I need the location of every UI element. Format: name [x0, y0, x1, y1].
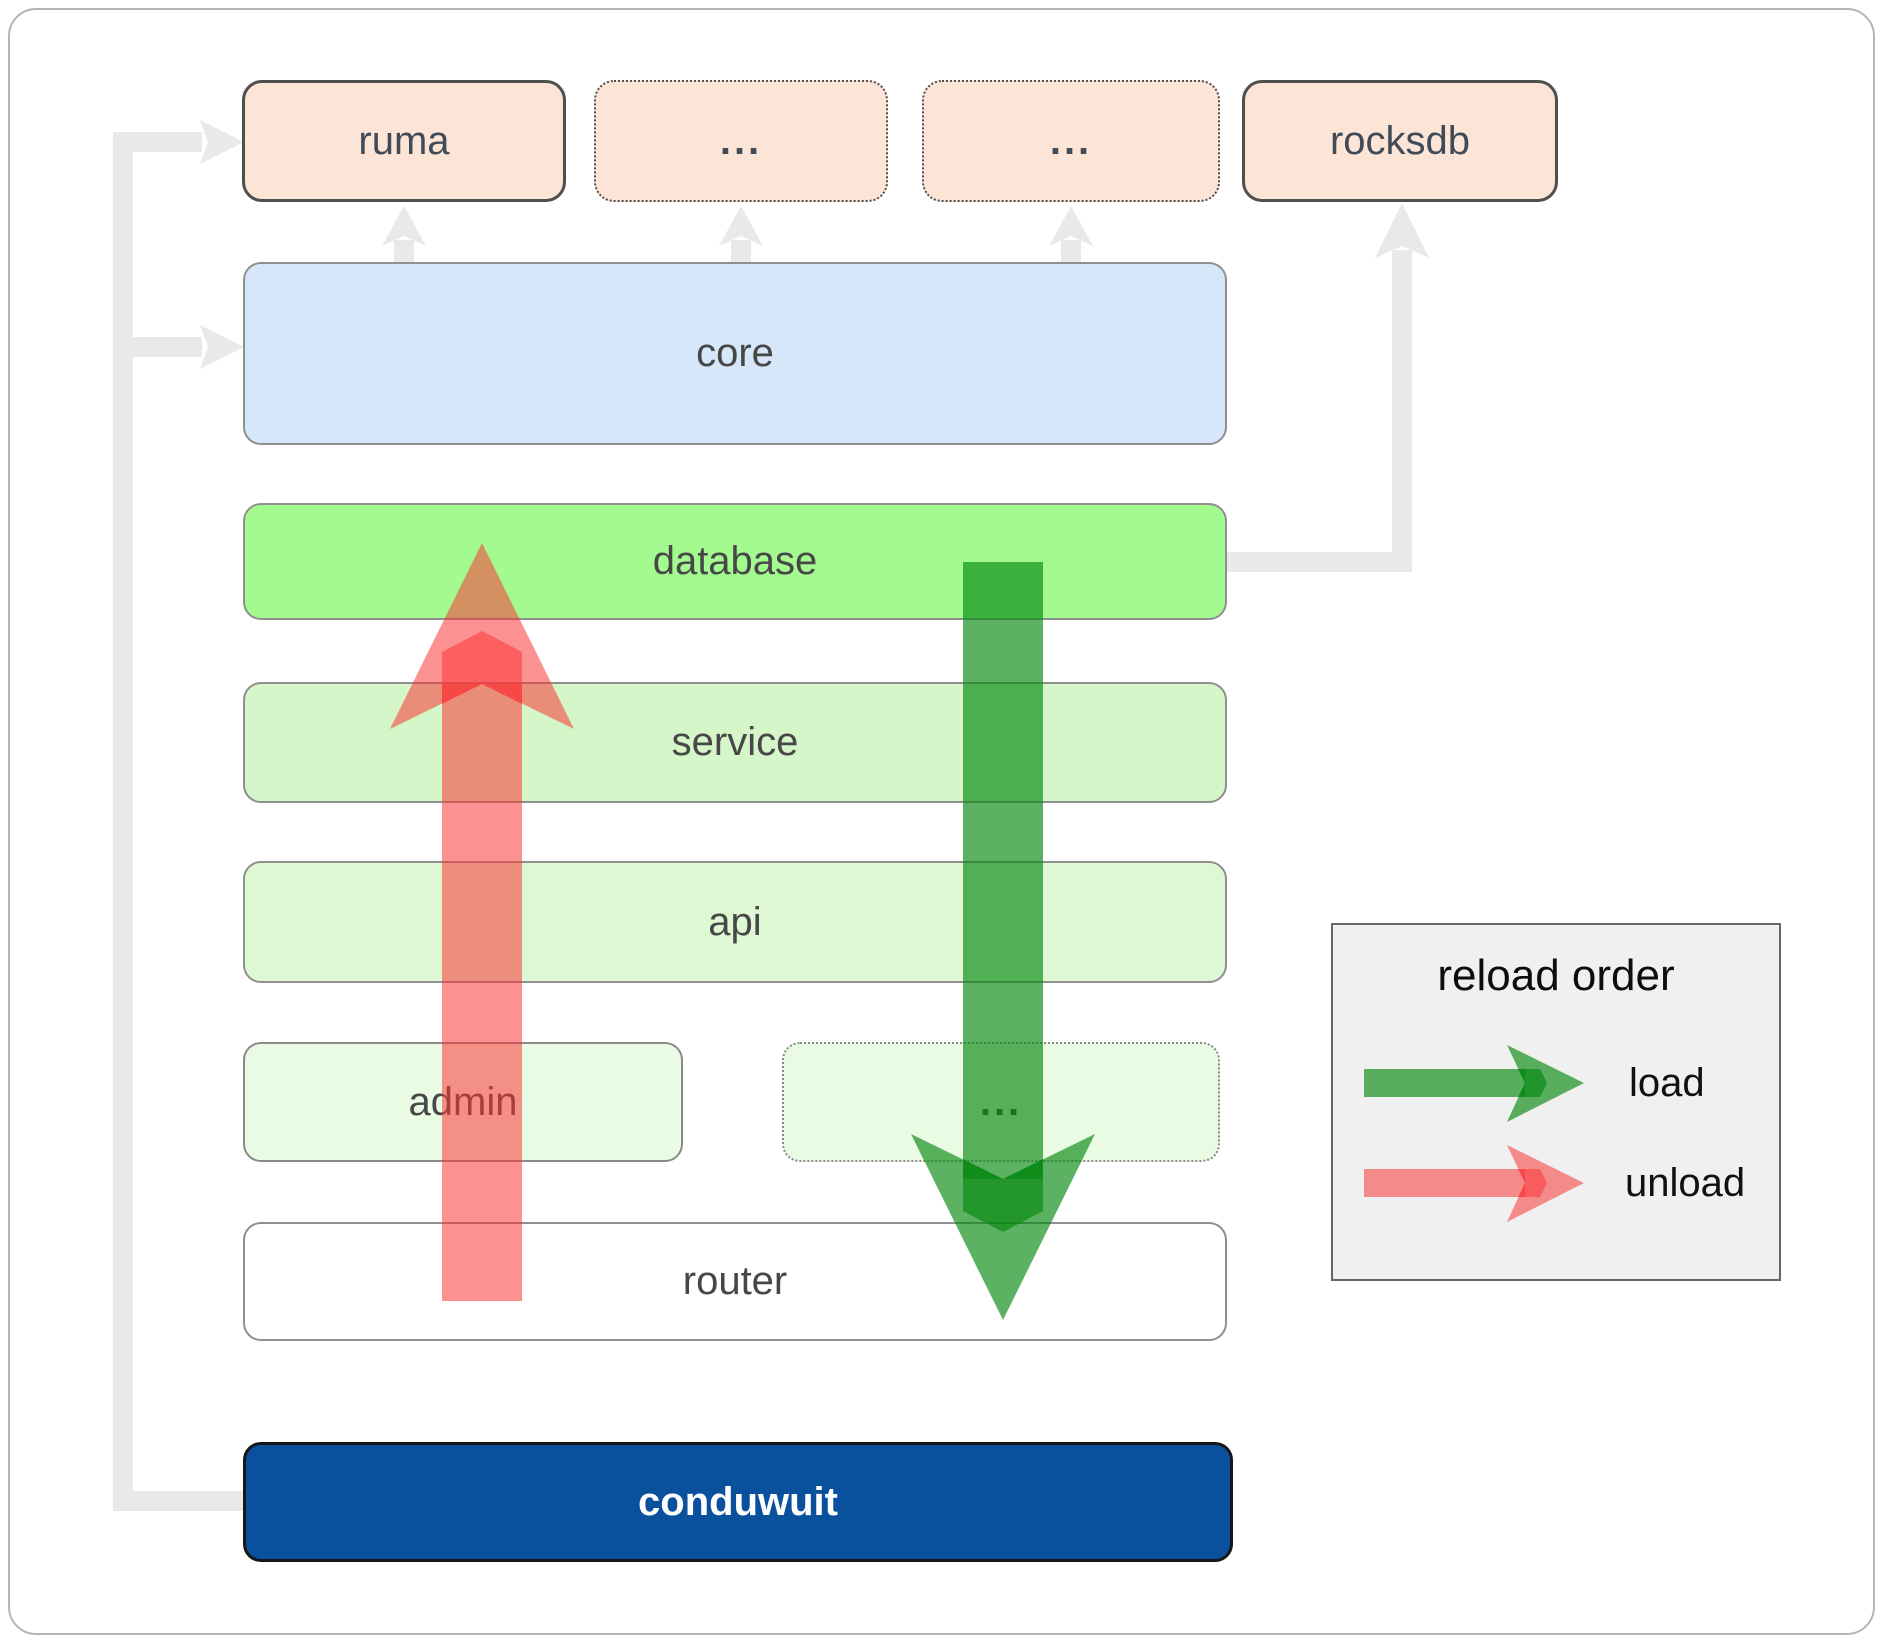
node-core: core: [243, 262, 1227, 445]
node-api: api: [243, 861, 1227, 983]
node-admin-label: admin: [408, 1079, 518, 1124]
node-core-label: core: [696, 331, 774, 375]
node-ruma: ruma: [242, 80, 566, 202]
node-service: service: [243, 682, 1227, 803]
node-ellipsis-top-2: ...: [922, 80, 1220, 202]
node-ellipsis-admin-row: ...: [782, 1042, 1220, 1162]
node-router: router: [243, 1222, 1227, 1341]
outer-frame: [8, 8, 1875, 1635]
node-database: database: [243, 503, 1227, 620]
node-database-label: database: [652, 539, 818, 583]
node-admin: admin: [243, 1042, 683, 1162]
legend-unload-label: unload: [1625, 1161, 1746, 1205]
node-api-label: api: [708, 899, 762, 944]
node-ellipsis-top-1: ...: [594, 80, 888, 202]
node-rocksdb-label: rocksdb: [1329, 118, 1471, 163]
node-ellipsis-top-2-label: ...: [1049, 118, 1093, 163]
node-router-label: router: [682, 1259, 788, 1303]
legend-load-arrow-icon: [1364, 1045, 1584, 1122]
node-conduwuit: conduwuit: [243, 1442, 1233, 1562]
node-ellipsis-admin-row-label: ...: [979, 1079, 1023, 1124]
legend-load-label: load: [1629, 1061, 1705, 1105]
legend-panel: reload order load unload: [1331, 923, 1781, 1281]
legend-title: reload order: [1437, 951, 1675, 1000]
node-service-label: service: [671, 720, 799, 764]
legend-unload-arrow-icon: [1364, 1145, 1584, 1222]
node-ellipsis-top-1-label: ...: [719, 118, 763, 163]
node-rocksdb: rocksdb: [1242, 80, 1558, 202]
node-ruma-label: ruma: [358, 118, 450, 163]
node-conduwuit-label: conduwuit: [638, 1479, 838, 1524]
